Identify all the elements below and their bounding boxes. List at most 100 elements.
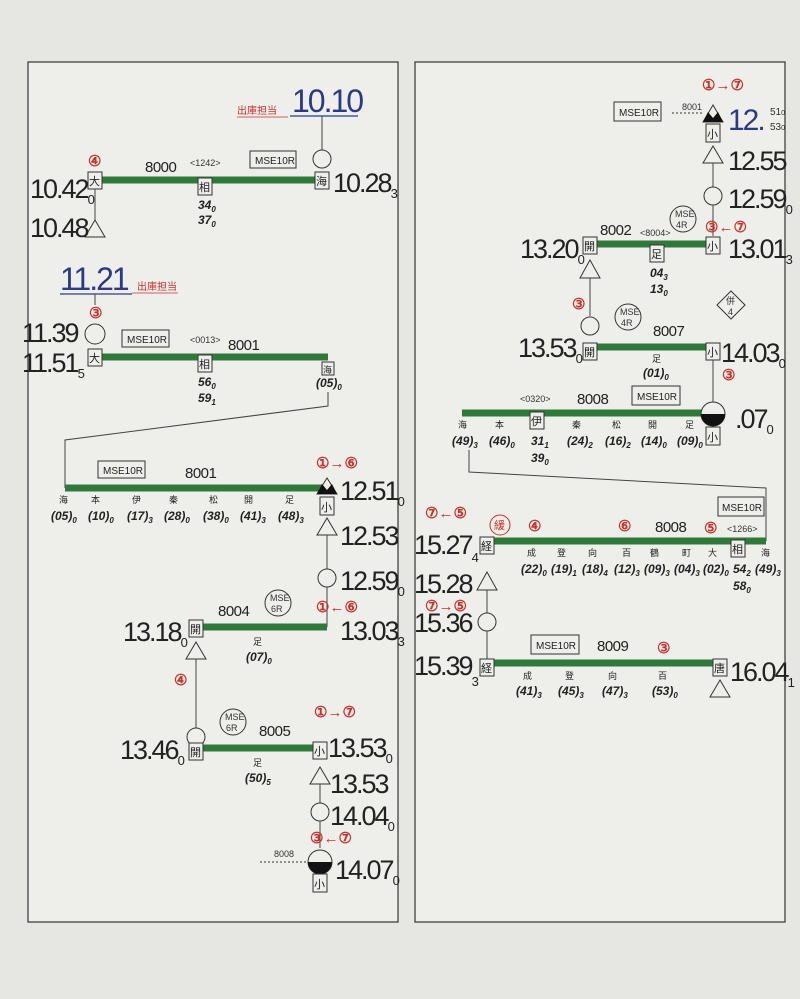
train-8000: 海 10.283 ④ 大 8000 <1242> 相 340 370 MSE10… — [30, 149, 398, 243]
svg-text:開: 開 — [190, 623, 201, 636]
svg-text:併: 併 — [726, 295, 735, 306]
svg-text:経: 経 — [481, 540, 492, 553]
svg-text:相: 相 — [199, 181, 210, 194]
svg-text:(47)3: (47)3 — [602, 684, 628, 700]
svg-text:MSE10R: MSE10R — [127, 335, 167, 346]
dispatch-1: 出庫担当 10.10 — [237, 83, 365, 150]
car-type-circle — [264, 589, 292, 617]
svg-text:12.: 12. — [728, 104, 764, 137]
svg-text:小: 小 — [707, 431, 718, 444]
svg-text:(09)3: (09)3 — [644, 562, 670, 578]
svg-text:百: 百 — [622, 548, 631, 558]
svg-text:12.53: 12.53 — [340, 521, 399, 551]
svg-text:(45)3: (45)3 — [558, 684, 584, 700]
svg-text:小: 小 — [707, 128, 718, 141]
svg-text:<0320>: <0320> — [520, 394, 551, 404]
svg-text:580: 580 — [733, 579, 751, 595]
svg-text:開: 開 — [648, 420, 657, 430]
arrival-triangle-icon — [709, 679, 731, 698]
svg-text:(18)4: (18)4 — [582, 562, 608, 578]
svg-text:MSE: MSE — [225, 712, 245, 722]
svg-text:③: ③ — [89, 305, 102, 322]
car-type-circle — [669, 205, 697, 233]
svg-text:(05)0: (05)0 — [51, 509, 77, 525]
svg-text:12.590: 12.590 — [728, 184, 793, 217]
svg-text:MSE10R: MSE10R — [255, 156, 295, 167]
svg-text:MSE10R: MSE10R — [536, 641, 576, 652]
svg-text:8008: 8008 — [577, 391, 609, 408]
train-8001-b: MSE10R 8001 海 本 伊 秦 松 開 足 (05)0 (10)0 (1… — [51, 455, 405, 627]
svg-text:小: 小 — [707, 240, 718, 253]
svg-text:12.510: 12.510 — [340, 476, 405, 509]
svg-text:(38)0: (38)0 — [203, 509, 229, 525]
svg-text:足: 足 — [253, 637, 262, 647]
svg-text:海: 海 — [761, 547, 770, 558]
dispatch-time: 10.10 — [292, 83, 363, 119]
svg-text:⑥: ⑥ — [618, 518, 631, 535]
svg-text:8005: 8005 — [259, 723, 291, 740]
svg-text:(09)0: (09)0 — [677, 434, 703, 450]
departure-circle-icon — [703, 186, 723, 206]
departure-circle-icon — [317, 568, 337, 588]
svg-text:13.200: 13.200 — [520, 234, 585, 267]
svg-text:(49)3: (49)3 — [755, 562, 781, 578]
svg-text:13.530: 13.530 — [518, 333, 583, 366]
svg-text:16.041: 16.041 — [730, 657, 795, 690]
svg-text:①→⑦: ①→⑦ — [702, 77, 744, 94]
svg-text:⑤: ⑤ — [704, 520, 717, 537]
dispatch-label: 出庫担当 — [137, 280, 177, 293]
departure-circle-icon — [580, 316, 600, 336]
svg-text:13.033: 13.033 — [340, 616, 405, 649]
svg-text:MSE10R: MSE10R — [619, 108, 659, 119]
svg-text:開: 開 — [190, 746, 201, 759]
svg-text:③: ③ — [657, 640, 670, 657]
svg-text:(24)2: (24)2 — [567, 434, 593, 450]
car-type-circle — [219, 708, 247, 736]
svg-text:大: 大 — [708, 547, 717, 558]
svg-text:唐: 唐 — [714, 661, 725, 675]
svg-text:登: 登 — [565, 671, 574, 681]
departure-circle-icon — [477, 612, 497, 632]
svg-text:(41)3: (41)3 — [240, 509, 266, 525]
svg-text:8001: 8001 — [185, 465, 217, 482]
svg-text:大: 大 — [89, 351, 100, 365]
departure-circle-icon — [84, 323, 106, 345]
svg-text:③: ③ — [722, 367, 735, 384]
svg-text:MSE10R: MSE10R — [103, 466, 143, 477]
svg-text:(05)0: (05)0 — [316, 376, 342, 392]
svg-text:6R: 6R — [271, 604, 283, 614]
departure-circle-icon — [310, 802, 330, 822]
right-train-8008-b: MSE10R ⑦←⑤ 緩 ④ ⑥ 8008 ⑤ <1266> 経 15.274 … — [414, 496, 781, 613]
svg-text:足: 足 — [685, 420, 694, 430]
svg-text:390: 390 — [531, 451, 549, 467]
svg-text:相: 相 — [732, 543, 743, 556]
svg-text:12.590: 12.590 — [340, 566, 405, 599]
svg-text:13.53: 13.53 — [330, 769, 389, 799]
svg-text:(22)0: (22)0 — [521, 562, 547, 578]
svg-text:560: 560 — [198, 375, 216, 391]
svg-text:12.55: 12.55 — [728, 146, 787, 176]
svg-text:④: ④ — [174, 672, 187, 689]
svg-text:本: 本 — [495, 419, 504, 430]
svg-text:④: ④ — [528, 518, 541, 535]
svg-text:13.013: 13.013 — [728, 234, 793, 267]
svg-text:小: 小 — [314, 745, 325, 758]
svg-text:8001: 8001 — [228, 337, 260, 354]
svg-text:海: 海 — [323, 364, 332, 375]
svg-text:(28)0: (28)0 — [164, 509, 190, 525]
svg-text:相: 相 — [199, 358, 210, 371]
svg-text:③←⑦: ③←⑦ — [310, 830, 352, 847]
svg-text:(46)0: (46)0 — [489, 434, 515, 450]
svg-text:①→⑦: ①→⑦ — [314, 704, 356, 721]
dispatch-time: 11.21 — [60, 261, 129, 297]
right-train-8001: ①→⑦ MSE10R 8001 小 12. 510 530 12.55 12.5… — [613, 77, 793, 236]
svg-text:小: 小 — [707, 346, 718, 359]
svg-text:松: 松 — [612, 419, 621, 430]
svg-text:開: 開 — [244, 495, 253, 505]
svg-text:10.420: 10.420 — [30, 174, 95, 207]
right-train-8008-a: 小 .070 <0320> 8008 MSE10R 海 本 伊 秦 松 開 足 … — [452, 385, 774, 541]
svg-text:.070: .070 — [735, 404, 774, 437]
